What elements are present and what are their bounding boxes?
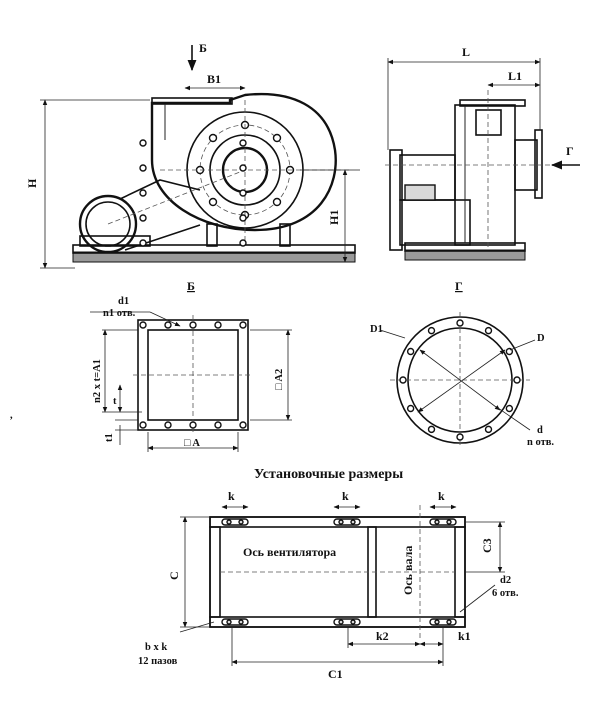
slot-bolt [238,619,244,625]
flange-bolt-hole [513,376,521,384]
base-frame-plan [179,504,505,666]
dim-k1-label: k1 [458,629,471,643]
slot-bolt [434,619,440,625]
installation-title: Установочные размеры [254,467,403,482]
slot-bolt [226,619,232,625]
slot-bolt [350,619,356,625]
slot-bolt [338,619,344,625]
flange-bolt-hole [456,319,464,327]
slot-bolt [338,519,344,525]
dim-c1-label: C1 [328,667,343,681]
slot-bolt [446,619,452,625]
flange-bolt-hole [239,189,247,197]
view-g-title: Г [455,279,463,293]
view-b-title: Б [187,279,195,293]
round-flange-view [379,312,536,448]
flange-bolt-hole [406,347,415,356]
base-slot [221,518,249,526]
flange-bolt-hole [164,421,172,429]
square-a-label: □ A [184,438,200,449]
square-t1-label: t1 [104,433,115,442]
slot-bolt [238,519,244,525]
k-label-mid: k [342,489,349,503]
base-slot [429,618,457,626]
round-flange-holes [399,319,521,441]
dim-k2-label: k2 [376,629,389,643]
flange-bolt-hole [399,376,407,384]
flange-bolt-hole [484,425,493,434]
square-d1-label: d1 [118,296,129,307]
dim-l1-label: L1 [508,69,522,83]
flange-bolt-hole [189,321,197,329]
flange-bolt-hole [214,321,222,329]
round-d1-label: D1 [370,324,383,335]
slot-bolt [226,519,232,525]
flange-bolt-hole [456,433,464,441]
k-label-left: k [228,489,235,503]
square-n2-label: n2 x t=A1 [92,359,103,403]
d2-label: d2 [500,575,511,586]
slot-bolt [446,519,452,525]
square-t-label: t [113,396,117,407]
dim-c3-label: C3 [480,538,494,553]
flange-bolt-hole [139,421,147,429]
flange-bolt-hole [239,421,247,429]
dim-h1-label: H1 [327,210,341,225]
base-slot [221,618,249,626]
slot-bolt [434,519,440,525]
side-view [385,58,580,261]
square-a2-label: □ A2 [274,369,285,390]
flange-bolt-hole [484,326,493,335]
square-flange-holes [139,139,247,429]
dim-l-label: L [462,45,470,59]
view-b-arrow-label: Б [199,41,207,55]
base-slot [333,518,361,526]
dim-h-label: H [25,178,39,188]
flange-bolt-hole [505,404,514,413]
round-small-d-label: d [537,425,543,436]
shaft-axis-label: Ось вала [401,546,415,595]
flange-bolt-hole [406,404,415,413]
round-n-label: n отв. [527,437,554,448]
flange-bolt-hole [427,425,436,434]
flange-bolt-hole [139,139,147,147]
base-slot [333,618,361,626]
slots-count-label: 12 пазов [138,656,178,667]
fan-axis-label: Ось вентилятора [243,545,336,559]
flange-bolt-hole [239,164,247,172]
flange-bolt-hole [239,214,247,222]
round-d-label: D [537,333,545,344]
base-slots [221,518,457,626]
stray-mark: , [10,410,13,421]
view-g-arrow-label: Г [566,144,574,158]
slot-size-label: b x k [145,642,167,653]
flange-bolt-hole [139,189,147,197]
six-holes-label: 6 отв. [492,588,519,599]
base-slot [429,518,457,526]
flange-bolt-hole [189,421,197,429]
dim-c-label: C [167,571,181,580]
flange-bolt-hole [427,326,436,335]
flange-bolt-hole [239,139,247,147]
flange-bolt-hole [139,164,147,172]
front-view [40,45,360,269]
square-flange-view [90,139,292,452]
flange-bolt-hole [164,321,172,329]
flange-bolt-hole [239,321,247,329]
k-label-right: k [438,489,445,503]
square-n1-label: n1 отв. [103,308,136,319]
flange-bolt-hole [139,214,147,222]
slot-bolt [350,519,356,525]
flange-bolt-hole [139,321,147,329]
flange-bolt-hole [214,421,222,429]
dim-b1-label: B1 [207,72,221,86]
flange-bolt-hole [239,239,247,247]
flange-bolt-hole [139,239,147,247]
